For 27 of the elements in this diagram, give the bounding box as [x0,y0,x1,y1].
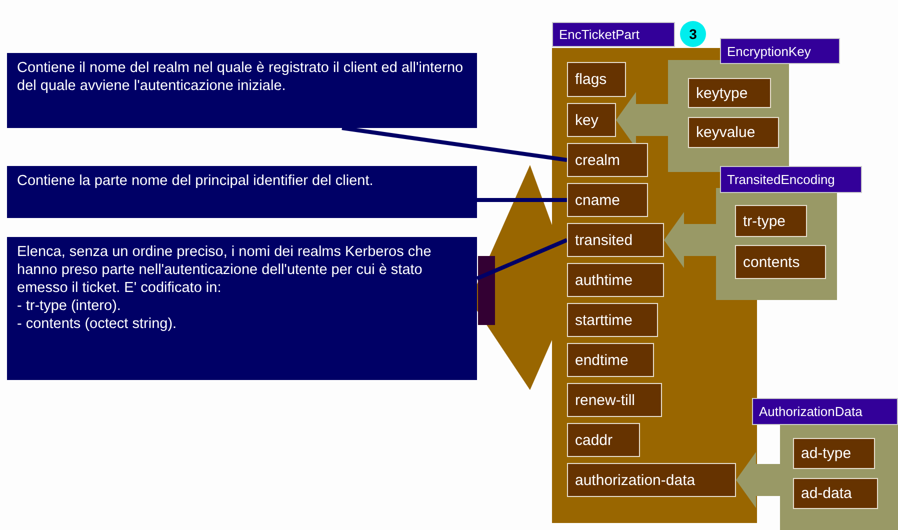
field-box: ad-type [793,438,875,469]
field-box: crealm [567,143,648,177]
callout-box: Contiene la parte nome del principal identifier del client. [7,166,477,218]
field-box: tr-type [735,205,807,237]
step-number: 3 [680,21,706,47]
block-arrow [736,452,780,508]
block-arrow [664,212,716,268]
field-box: authtime [567,263,664,297]
panel-heading: TransitedEncoding [720,166,862,193]
field-box: keyvalue [688,117,779,148]
field-box: key [567,103,616,137]
field-box: flags [567,62,626,97]
field-box: cname [567,183,648,217]
field-box: starttime [567,303,658,337]
field-box: ad-data [793,478,878,509]
panel-heading: EncTicketPart [552,22,675,47]
field-box: transited [567,223,664,257]
panel-heading: EncryptionKey [720,38,840,64]
field-box: authorization-data [567,463,736,497]
field-box: keytype [688,78,771,108]
callout-box: Contiene il nome del realm nel quale è registrato il client ed all'interno del quale avviene l'autenticazione iniziale. [7,53,477,128]
panel-heading: AuthorizationData [752,398,898,425]
field-box: endtime [567,343,654,377]
field-box: caddr [567,423,640,457]
field-box: renew-till [567,383,662,417]
field-box: contents [735,245,826,279]
callout-box: Elenca, senza un ordine preciso, i nomi dei realms Kerberos che hanno preso parte nell'autenticazione dell'utente per cui è stato emesso il ticket. E' codificato in: - tr-type (intero). - contents (octect string). [7,237,477,380]
